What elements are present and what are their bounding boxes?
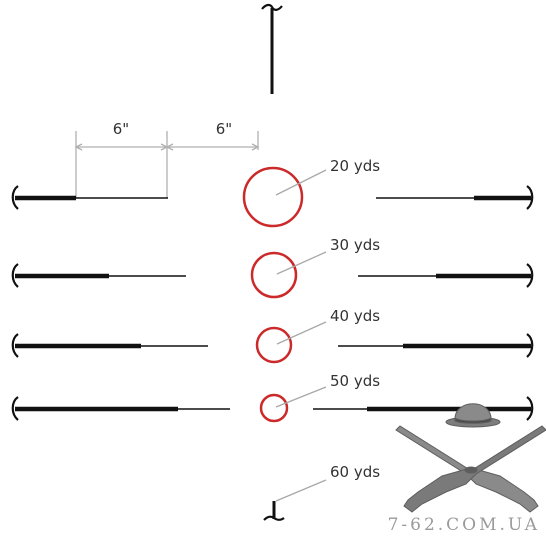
leader-line (275, 479, 327, 502)
right-end-cap (526, 333, 534, 358)
range-label-40: 40 yds (330, 307, 380, 325)
range-label-60: 60 yds (330, 463, 380, 481)
reticle-row-40 (11, 321, 534, 364)
reticle-row-20 (11, 166, 534, 228)
bottom-post (263, 479, 327, 521)
logo-emblem (395, 403, 546, 513)
right-end-cap (526, 263, 534, 288)
right-end-cap (526, 396, 534, 421)
crossed-rifles-icon (395, 425, 546, 513)
aim-circle (255, 326, 293, 364)
dimension-markers (74, 131, 260, 198)
top-post (261, 3, 283, 94)
leader-line (276, 251, 327, 275)
dimension-label-2: 6" (216, 120, 232, 138)
left-end-cap (11, 263, 19, 288)
dimension-label-1: 6" (113, 120, 129, 138)
range-label-50: 50 yds (330, 372, 380, 390)
dimension-arrow-3 (165, 143, 174, 151)
aim-circle (259, 393, 289, 423)
left-end-cap (11, 396, 19, 421)
range-label-30: 30 yds (330, 236, 380, 254)
leader-line (275, 386, 327, 408)
bowler-hat-icon (445, 403, 501, 428)
left-end-cap (11, 185, 19, 210)
aim-circle (242, 166, 304, 228)
top-post-cap (261, 3, 283, 11)
reticle-row-50 (11, 386, 534, 423)
dimension-arrow-4 (251, 143, 260, 151)
reticle-row-30 (11, 251, 534, 299)
leader-line (275, 169, 327, 196)
range-label-20: 20 yds (330, 157, 380, 175)
right-end-cap (526, 185, 534, 210)
site-watermark: 7-62.COM.UA (388, 515, 540, 535)
aim-circle (250, 251, 298, 299)
dimension-arrow-1 (74, 143, 83, 151)
leader-line (276, 321, 327, 345)
left-end-cap (11, 333, 19, 358)
bottom-post-cap (263, 515, 285, 521)
